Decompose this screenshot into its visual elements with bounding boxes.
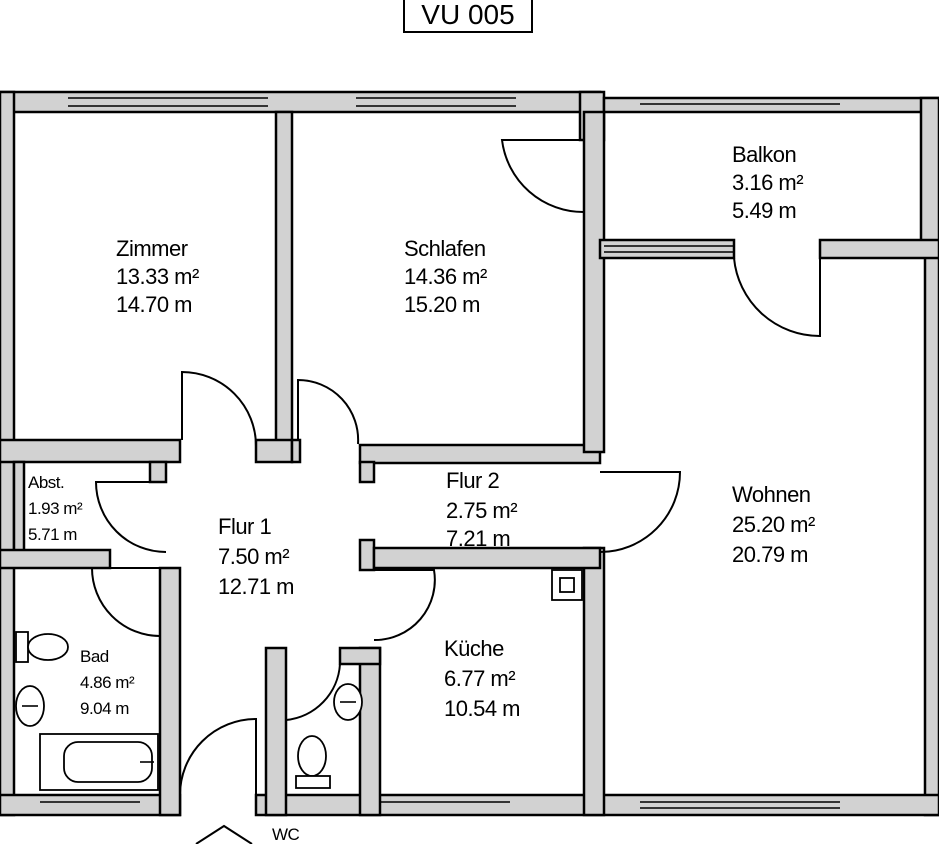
windows (40, 97, 840, 809)
room-perimeter-flur-1: 12.71 m (218, 574, 294, 599)
bathtub-icon (39, 733, 159, 791)
room-area-abst: 1.93 m² (28, 499, 83, 518)
room-perimeter-flur-2: 7.21 m (446, 526, 510, 551)
room-name-kueche: Küche (444, 636, 504, 661)
room-name-wohnen: Wohnen (732, 482, 811, 507)
plan-id-box: VU 005 (403, 0, 533, 33)
room-perimeter-kueche: 10.54 m (444, 696, 520, 721)
wc-label: WC (272, 825, 300, 844)
plan-id-label: VU 005 (421, 0, 514, 30)
room-area-zimmer: 13.33 m² (116, 264, 199, 289)
room-area-schlafen: 14.36 m² (404, 264, 487, 289)
room-name-bad: Bad (80, 647, 109, 666)
entrance-arrow-icon (195, 824, 253, 844)
room-area-kueche: 6.77 m² (444, 666, 515, 691)
room-area-balkon: 3.16 m² (732, 170, 803, 195)
doors (90, 139, 821, 796)
room-name-schlafen: Schlafen (404, 236, 486, 261)
room-area-wohnen: 25.20 m² (732, 512, 815, 537)
wc-toilet-icon (295, 735, 331, 789)
room-name-flur-2: Flur 2 (446, 468, 500, 493)
room-perimeter-balkon: 5.49 m (732, 198, 796, 223)
room-name-flur-1: Flur 1 (218, 514, 272, 539)
toilet-icon (15, 631, 69, 663)
room-area-flur-2: 2.75 m² (446, 498, 517, 523)
room-labels: Zimmer 13.33 m² 14.70 m Schlafen 14.36 m… (28, 142, 815, 844)
shaft-icon (551, 569, 583, 601)
wc-sink-icon (333, 683, 363, 721)
room-perimeter-bad: 9.04 m (80, 699, 129, 718)
room-perimeter-schlafen: 15.20 m (404, 292, 480, 317)
room-perimeter-zimmer: 14.70 m (116, 292, 192, 317)
room-name-abst: Abst. (28, 473, 64, 492)
walls (0, 90, 939, 817)
room-name-zimmer: Zimmer (116, 236, 188, 261)
fixtures (15, 569, 583, 844)
room-perimeter-wohnen: 20.79 m (732, 542, 808, 567)
room-area-flur-1: 7.50 m² (218, 544, 289, 569)
room-area-bad: 4.86 m² (80, 673, 135, 692)
sink-icon (15, 685, 45, 727)
room-perimeter-abst: 5.71 m (28, 525, 77, 544)
room-name-balkon: Balkon (732, 142, 796, 167)
